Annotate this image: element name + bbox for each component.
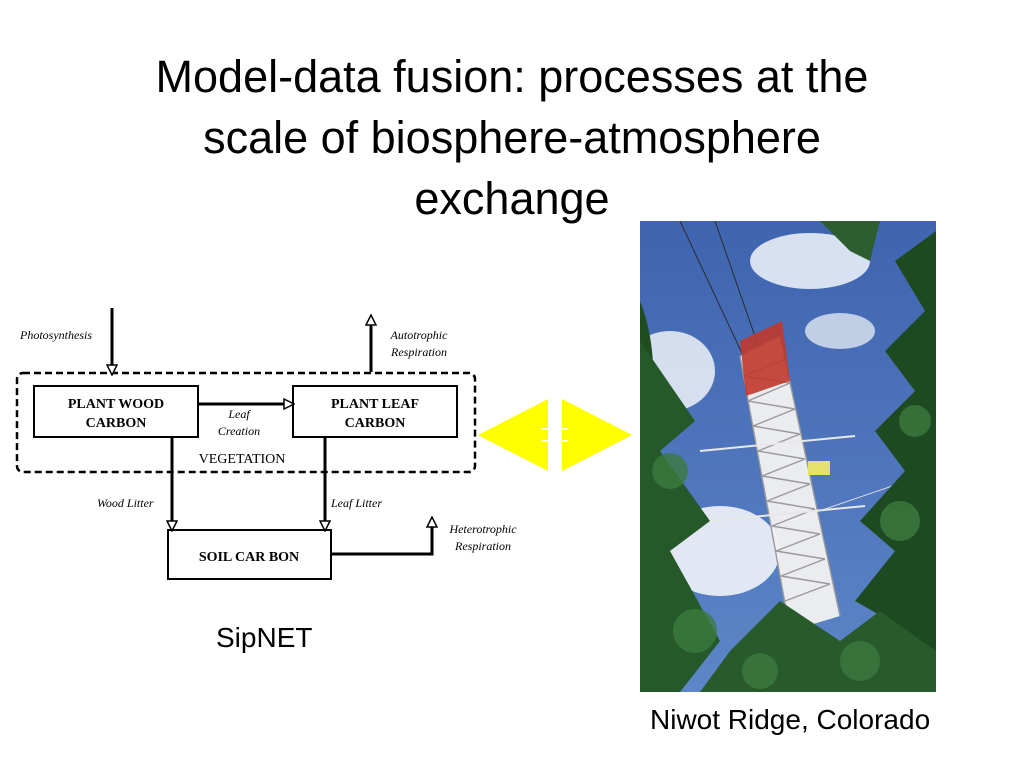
- plant-wood-carbon-box: [33, 385, 199, 438]
- leaf-litter-label: Leaf Litter: [330, 496, 382, 510]
- autotrophic-label-line1: Autotrophic: [390, 328, 449, 342]
- heterotrophic-label-line1: Heterotrophic: [448, 522, 517, 536]
- heterotrophic-respiration-arrow: [331, 522, 432, 556]
- plant-leaf-label-line2: CARBON: [345, 416, 406, 431]
- autotrophic-label-line2: Respiration: [390, 345, 447, 359]
- flux-tower-photo: [640, 221, 936, 692]
- photosynthesis-label: Photosynthesis: [19, 328, 92, 342]
- double-arrow-icon: [478, 399, 632, 471]
- plant-wood-label-line1: PLANT WOOD: [68, 397, 164, 412]
- slide-title: Model-data fusion: processes at the scal…: [155, 51, 869, 224]
- wood-litter-label: Wood Litter: [97, 496, 154, 510]
- leaf-creation-label-line1: Leaf: [227, 407, 251, 421]
- sipnet-diagram: PLANT WOOD CARBON PLANT LEAF CARBON SOIL…: [15, 308, 517, 580]
- leaf-creation-label-line2: Creation: [218, 424, 260, 438]
- photo-caption: Niwot Ridge, Colorado: [650, 704, 931, 735]
- plant-leaf-label-line1: PLANT LEAF: [331, 397, 419, 412]
- soil-carbon-label: SOIL CAR BON: [199, 550, 299, 565]
- vegetation-label: VEGETATION: [199, 452, 286, 467]
- plant-wood-label-line2: CARBON: [86, 416, 147, 431]
- plant-leaf-carbon-box: [292, 385, 458, 438]
- heterotrophic-label-line2: Respiration: [454, 539, 511, 553]
- model-name-label: SipNET: [216, 622, 313, 653]
- vegetation-group-outline: [15, 371, 477, 474]
